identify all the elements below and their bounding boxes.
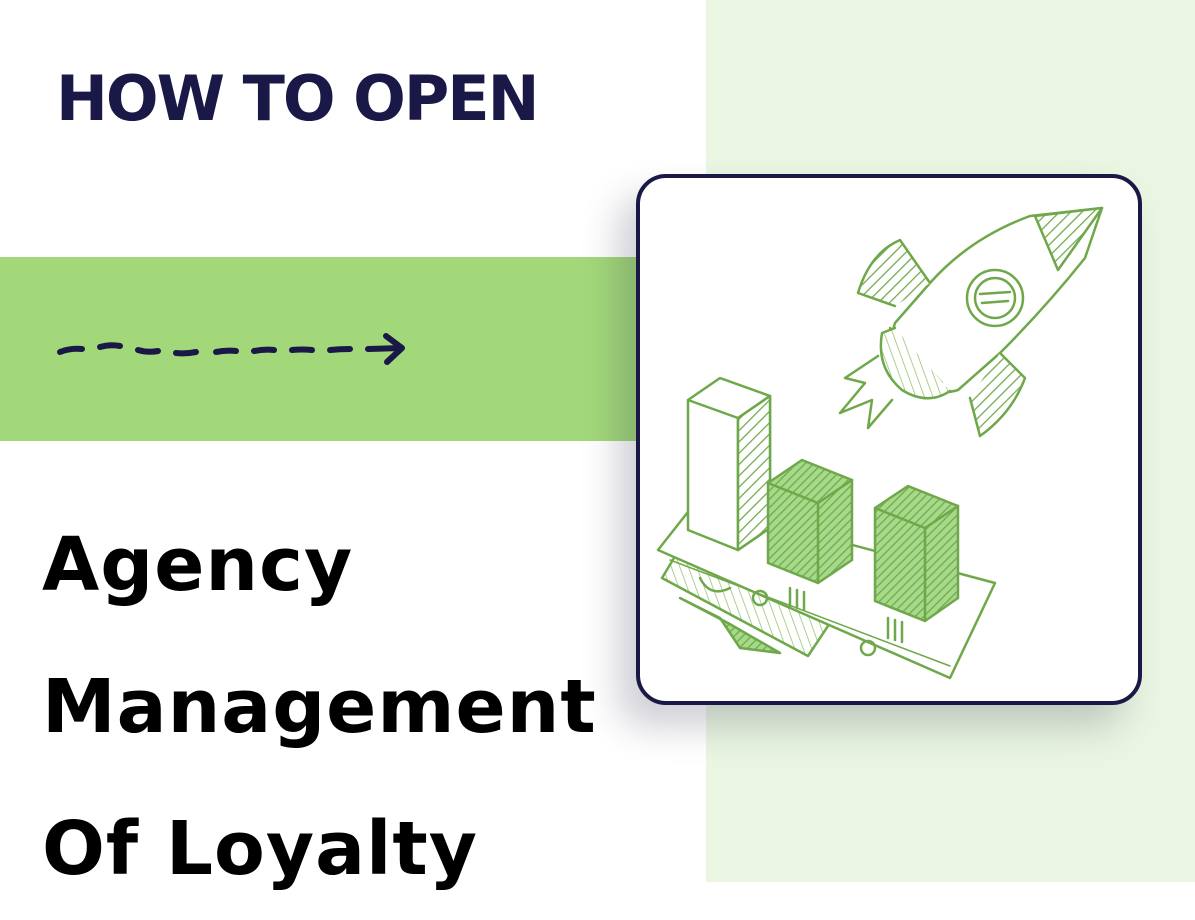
bar-chart-icon (656, 376, 997, 680)
dashed-arrow-icon (57, 333, 405, 365)
kicker-heading: HOW TO OPEN (56, 62, 540, 135)
illustration-card (636, 174, 1142, 705)
page-title: Agency Management Of Loyalty (42, 494, 597, 920)
title-line-1: Agency (42, 522, 354, 608)
title-line-2: Management (42, 664, 597, 750)
green-band (0, 257, 640, 441)
title-line-3: Of Loyalty (42, 806, 479, 892)
rocket-icon (838, 206, 1104, 438)
